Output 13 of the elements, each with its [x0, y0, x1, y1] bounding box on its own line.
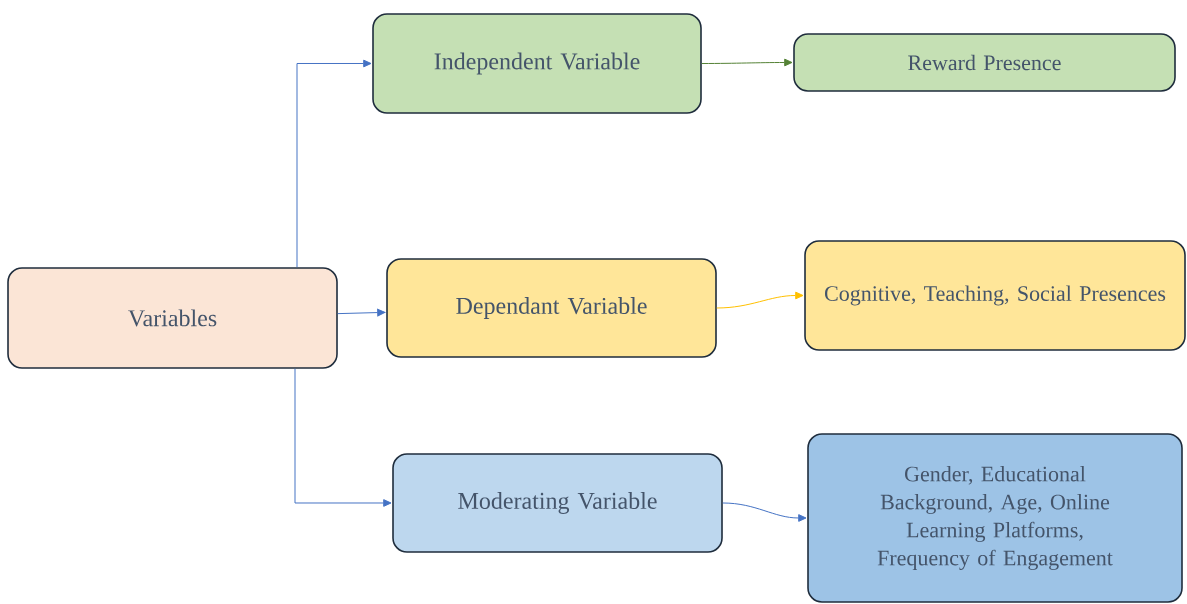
arrow [296, 59, 372, 268]
variable-box: Independent Variable [372, 13, 702, 114]
variable-box: Reward Presence [793, 33, 1176, 92]
variable-box: Dependant Variable [386, 258, 717, 358]
arrow [294, 368, 392, 507]
variable-box: Variables [7, 267, 338, 369]
arrow [716, 291, 804, 309]
variable-box: Moderating Variable [392, 453, 723, 553]
variable-box: Gender, Educational Background, Age, Online Learning Platforms, Frequency of Engagement [807, 433, 1183, 603]
arrow [701, 58, 793, 67]
arrow [337, 308, 386, 317]
arrow [722, 502, 807, 522]
variable-box: Cognitive, Teaching, Social Presences [804, 240, 1186, 351]
